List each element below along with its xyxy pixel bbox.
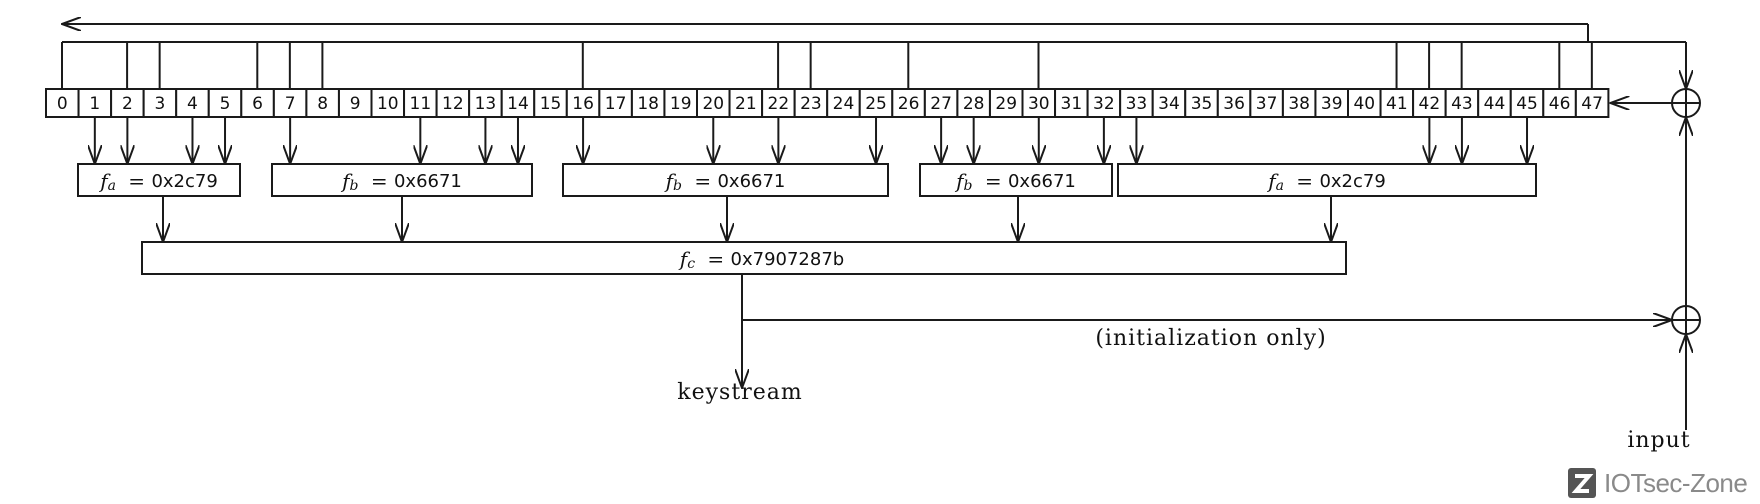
register-cell [1444, 88, 1480, 118]
register-cell [793, 88, 829, 118]
register-cell-label: 30 [1028, 94, 1050, 114]
input-label: input [1627, 428, 1690, 453]
register-cell [1086, 88, 1122, 118]
register-cell-label: 13 [475, 94, 497, 114]
register-cell-label: 28 [963, 94, 985, 114]
function-label: fb = 0x6671 [340, 169, 462, 194]
register-cell-label: 40 [1353, 94, 1375, 114]
register-cell-label: 6 [252, 94, 263, 114]
register-cell-label: 47 [1581, 94, 1603, 114]
register-cell [988, 88, 1024, 118]
function-label: fb = 0x6671 [664, 169, 786, 194]
output-function: fc = 0x7907287b [141, 241, 1347, 275]
register-cell [337, 88, 373, 118]
register-cell-label: 33 [1126, 94, 1148, 114]
register-cell-label: 4 [187, 94, 198, 114]
register-cell-label: 39 [1321, 94, 1343, 114]
initialization-only-label: (initialization only) [1095, 326, 1326, 351]
register-cell-label: 17 [605, 94, 627, 114]
register-cell [110, 88, 145, 118]
register-cell-label: 0 [57, 94, 68, 114]
z-logo-icon [1568, 468, 1596, 498]
register-cell-label: 22 [768, 94, 790, 114]
function-box [77, 163, 241, 197]
register-cell [826, 88, 861, 118]
register-cell-label: 19 [670, 94, 692, 114]
register-cell-label: 16 [572, 94, 594, 114]
register-cell [77, 88, 113, 118]
register-cell [663, 88, 699, 118]
register-cell [1216, 88, 1252, 118]
function-label: fa = 0x2c79 [1266, 169, 1386, 194]
register-cell [1281, 88, 1317, 118]
register-cell [370, 88, 406, 118]
register-cell-label: 21 [735, 94, 757, 114]
register-cell [305, 88, 340, 118]
register-cell-label: 20 [702, 94, 724, 114]
register-cell-label: 43 [1451, 94, 1473, 114]
register-cell [468, 88, 503, 118]
register-cell-label: 9 [350, 94, 361, 114]
watermark-text: IOTsec-Zone [1604, 467, 1748, 498]
register-cell-label: 5 [220, 94, 231, 114]
function-box [562, 163, 889, 197]
register-cell-label: 44 [1484, 94, 1506, 114]
register-cell [240, 88, 275, 118]
function-box [1117, 163, 1537, 197]
function-label: fb = 0x6671 [954, 169, 1076, 194]
register-cell-label: 10 [377, 94, 399, 114]
register-cell-label: 36 [1223, 94, 1245, 114]
output-function-box [141, 241, 1347, 275]
signal-lines [742, 42, 1686, 430]
register-cell-label: 31 [1061, 94, 1083, 114]
register-cell-label: 34 [1158, 94, 1180, 114]
register-cell [1542, 88, 1577, 118]
register-cell-label: 32 [1093, 94, 1115, 114]
function-box [271, 163, 533, 197]
register-cell [45, 88, 80, 118]
feedback-tap-lines [61, 24, 1686, 89]
register-cell [1151, 88, 1187, 118]
output-function-label: fc = 0x7907287b [678, 247, 844, 272]
register-cell-label: 23 [800, 94, 822, 114]
register-cell-label: 25 [865, 94, 887, 114]
register-cell-label: 41 [1386, 94, 1408, 114]
register-cell-label: 11 [410, 94, 432, 114]
register-cell-label: 37 [1256, 94, 1278, 114]
function-box [919, 163, 1113, 197]
watermark: IOTsec-Zone [1568, 466, 1748, 500]
register-cell-label: 29 [995, 94, 1017, 114]
keystream-label: keystream [677, 380, 802, 405]
register-cell-label: 24 [833, 94, 855, 114]
register-cell-label: 1 [89, 94, 100, 114]
register-cell [1379, 88, 1415, 118]
register-cell-label: 18 [637, 94, 659, 114]
register-cell-label: 3 [155, 94, 166, 114]
register-cell [1054, 88, 1089, 118]
register-cell-label: 46 [1549, 94, 1571, 114]
register-cell-label: 14 [507, 94, 529, 114]
register-cell-label: 42 [1419, 94, 1441, 114]
register-cell-label: 7 [285, 94, 296, 114]
register-cell-label: 15 [540, 94, 562, 114]
boolean-functions: fa = 0x2c79 fb = 0x6671 fb = 0x6671 fb = 0x… [77, 163, 1537, 197]
function-input-arrows [95, 117, 1527, 242]
register-cell-label: 45 [1516, 94, 1538, 114]
register-cell-label: 2 [122, 94, 133, 114]
register-cell [1574, 88, 1610, 118]
register-cell-label: 35 [1191, 94, 1213, 114]
register-cell [696, 88, 731, 118]
register-cell-label: 27 [930, 94, 952, 114]
register-cell [1249, 88, 1284, 118]
register-cell [891, 88, 926, 118]
register-cell-label: 12 [442, 94, 464, 114]
register-cell-label: 8 [317, 94, 328, 114]
register-cell-label: 38 [1288, 94, 1310, 114]
register-cell-label: 26 [898, 94, 920, 114]
register-cell [175, 88, 210, 118]
